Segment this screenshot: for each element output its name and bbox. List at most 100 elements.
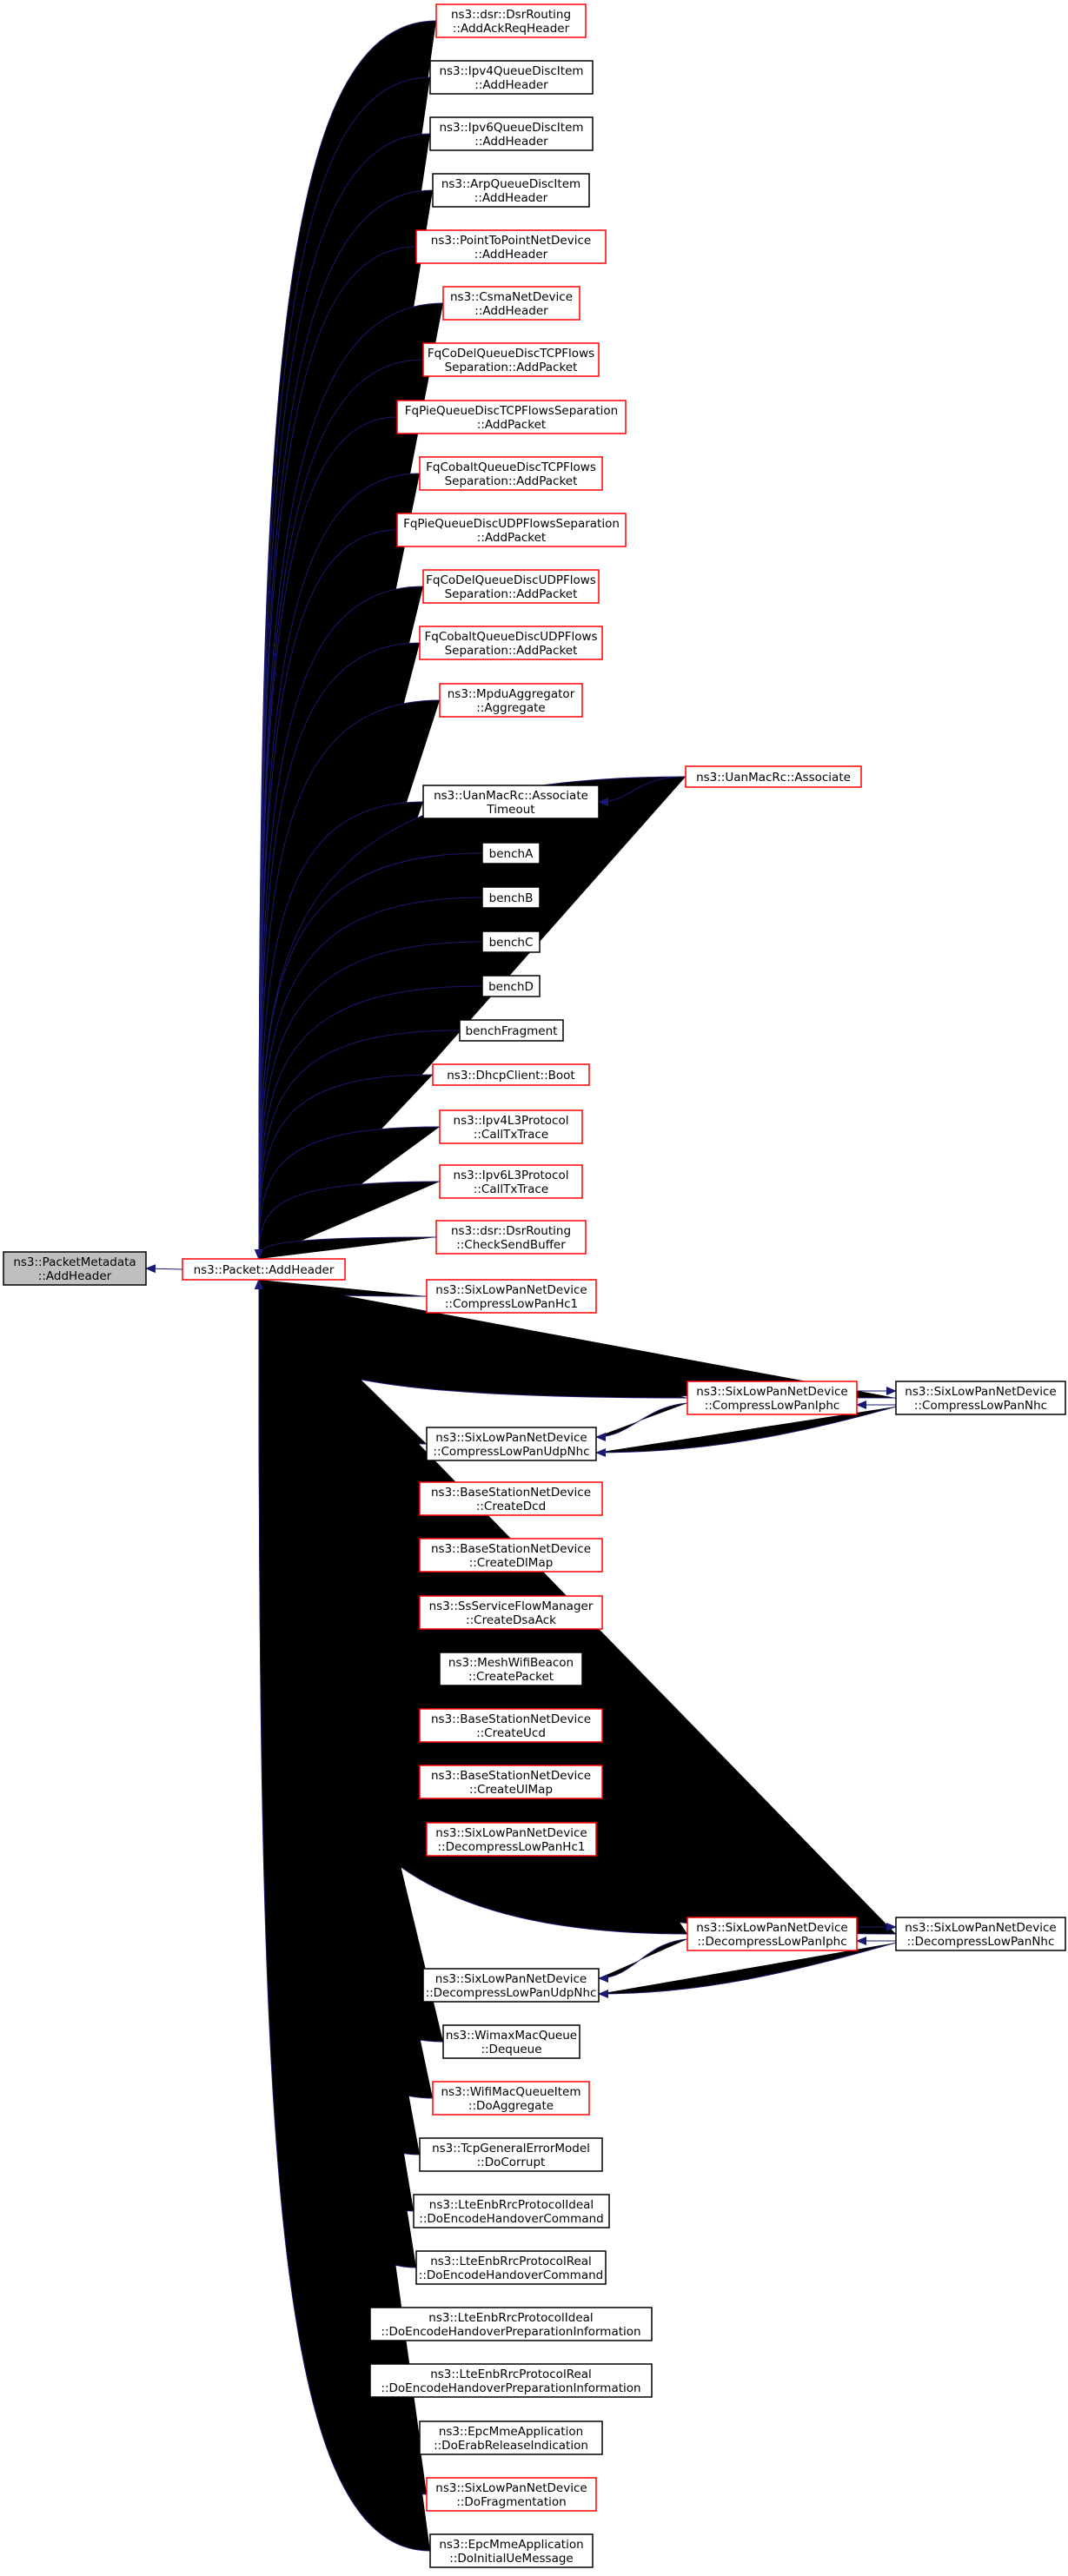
node-label-line: ::DoInitialUeMessage [449,2552,573,2566]
graph-node-n35[interactable]: ns3::WifiMacQueueItem::DoAggregate [432,2081,590,2116]
node-label-line: ns3::EpcMmeApplication [439,2425,583,2439]
node-label-line: FqCobaltQueueDiscTCPFlows [426,460,596,474]
node-label-line: ::CheckSendBuffer [456,1238,566,1252]
graph-node-n41[interactable]: ns3::EpcMmeApplication::DoErabReleaseInd… [419,2420,603,2455]
node-box [439,1652,583,1686]
node-box [415,2250,607,2285]
graph-node-n33[interactable]: ns3::SixLowPanNetDevice::DecompressLowPa… [422,1968,600,2003]
node-label-line: ::AddAckReqHeader [453,22,570,36]
graph-node-ci[interactable]: ns3::SixLowPanNetDevice::CompressLowPanI… [687,1381,858,1415]
node-box [439,1109,583,1144]
node-box [419,1595,603,1630]
graph-node-a1[interactable]: ns3::UanMacRc::Associate [685,765,862,788]
node-box [369,2307,653,2341]
graph-node-n5[interactable]: ns3::PointToPointNetDevice::AddHeader [415,229,607,264]
node-label-line: Separation::AddPacket [445,474,578,488]
graph-node-n2[interactable]: ns3::Ipv4QueueDiscItem::AddHeader [429,60,594,95]
graph-node-di[interactable]: ns3::SixLowPanNetDevice::DecompressLowPa… [687,1917,858,1951]
graph-node-n32[interactable]: ns3::SixLowPanNetDevice::DecompressLowPa… [426,1822,597,1857]
node-label-line: ::DoCorrupt [477,2155,546,2169]
graph-node-n17[interactable]: benchC [481,930,541,953]
graph-node-n15[interactable]: benchA [481,842,541,864]
node-label-line: ::CompressLowPanNhc [914,1399,1047,1413]
node-box [442,2024,580,2059]
node-box [429,116,594,151]
graph-node-dn[interactable]: ns3::SixLowPanNetDevice::DecompressLowPa… [895,1917,1066,1951]
edge-ci-to-n25 [595,1402,688,1441]
edge-pkt-to-root [145,1264,183,1274]
graph-node-n13[interactable]: ns3::MpduAggregator::Aggregate [439,683,583,718]
node-label-line: ::DoEncodeHandoverCommand [419,2212,603,2226]
graph-node-n28[interactable]: ns3::SsServiceFlowManager::CreateDsaAck [419,1595,603,1630]
graph-node-n34[interactable]: ns3::WimaxMacQueue::Dequeue [442,2024,580,2059]
graph-node-root[interactable]: ns3::PacketMetadata::AddHeader [3,1251,147,1286]
node-label-line: ns3::BaseStationNetDevice [431,1542,591,1556]
graph-node-pkt[interactable]: ns3::Packet::AddHeader [182,1258,346,1281]
node-box [435,3,587,38]
graph-node-n37[interactable]: ns3::LteEnbRrcProtocolIdeal::DoEncodeHan… [413,2194,610,2228]
graph-node-n7[interactable]: FqCoDelQueueDiscTCPFlowsSeparation::AddP… [422,342,600,377]
graph-node-n11[interactable]: FqCoDelQueueDiscUDPFlowsSeparation::AddP… [422,569,600,604]
node-label-line: ::DecompressLowPanNhc [907,1935,1055,1949]
graph-node-n23[interactable]: ns3::dsr::DsrRouting::CheckSendBuffer [435,1220,587,1255]
graph-node-n36[interactable]: ns3::TcpGeneralErrorModel::DoCorrupt [419,2137,603,2172]
graph-node-n42[interactable]: ns3::SixLowPanNetDevice::DoFragmentation [426,2477,597,2512]
node-label-line: ns3::LteEnbRrcProtocolIdeal [429,2198,594,2212]
graph-node-n29[interactable]: ns3::MeshWifiBeacon::CreatePacket [439,1652,583,1686]
graph-node-n24[interactable]: ns3::SixLowPanNetDevice::CompressLowPanH… [426,1279,597,1314]
graph-node-cn[interactable]: ns3::SixLowPanNetDevice::CompressLowPanN… [895,1381,1066,1415]
node-box [895,1381,1066,1415]
node-box [422,569,600,604]
node-box [439,1164,583,1199]
node-label-line: ns3::Packet::AddHeader [194,1263,335,1277]
node-label-line: ns3::PacketMetadata [13,1255,136,1269]
graph-node-n9[interactable]: FqCobaltQueueDiscTCPFlowsSeparation::Add… [419,456,603,491]
node-label-line: ::CreateDlMap [469,1556,554,1570]
graph-node-n8[interactable]: FqPieQueueDiscTCPFlowsSeparation::AddPac… [396,400,627,434]
node-label-line: ns3::LteEnbRrcProtocolReal [430,2367,592,2381]
node-label-line: ns3::EpcMmeApplication [439,2538,583,2552]
node-box [426,1279,597,1314]
graph-node-n3[interactable]: ns3::Ipv6QueueDiscItem::AddHeader [429,116,594,151]
graph-node-n16[interactable]: benchB [481,886,541,909]
node-label-line: FqPieQueueDiscUDPFlowsSeparation [403,517,620,531]
graph-node-n20[interactable]: ns3::DhcpClient::Boot [432,1063,590,1086]
graph-node-n31[interactable]: ns3::BaseStationNetDevice::CreateUlMap [419,1765,603,1799]
node-box [426,1427,597,1461]
graph-node-n18[interactable]: benchD [481,975,541,997]
graph-node-n1[interactable]: ns3::dsr::DsrRouting::AddAckReqHeader [435,3,587,38]
graph-node-n27[interactable]: ns3::BaseStationNetDevice::CreateDlMap [419,1538,603,1573]
node-label-line: ns3::BaseStationNetDevice [431,1769,591,1783]
node-label-line: ::DoEncodeHandoverPreparationInformation [381,2381,640,2395]
graph-node-n25[interactable]: ns3::SixLowPanNetDevice::CompressLowPanU… [426,1427,597,1461]
node-label-line: ::CreatePacket [468,1670,554,1684]
node-label-line: ::Aggregate [476,701,545,715]
graph-node-n6[interactable]: ns3::CsmaNetDevice::AddHeader [442,286,580,321]
graph-node-n4[interactable]: ns3::ArpQueueDiscItem::AddHeader [432,173,590,208]
graph-node-n30[interactable]: ns3::BaseStationNetDevice::CreateUcd [419,1708,603,1743]
graph-node-n12[interactable]: FqCobaltQueueDiscUDPFlowsSeparation::Add… [419,626,603,660]
graph-node-n40[interactable]: ns3::LteEnbRrcProtocolReal::DoEncodeHand… [369,2363,653,2398]
node-label-line: ::AddPacket [477,418,546,432]
graph-node-n26[interactable]: ns3::BaseStationNetDevice::CreateDcd [419,1481,603,1516]
node-label-line: ns3::SsServiceFlowManager [429,1599,594,1613]
node-box [439,683,583,718]
node-label-line: ns3::SixLowPanNetDevice [435,1972,587,1986]
edge-n23-to-pkt [255,1236,437,1260]
node-box [422,342,600,377]
graph-node-n10[interactable]: FqPieQueueDiscUDPFlowsSeparation::AddPac… [396,513,627,547]
edge-n22-to-pkt [255,1181,441,1260]
node-label-line: ns3::DhcpClient::Boot [447,1069,574,1083]
graph-node-n38[interactable]: ns3::LteEnbRrcProtocolReal::DoEncodeHand… [415,2250,607,2285]
graph-node-n39[interactable]: ns3::LteEnbRrcProtocolIdeal::DoEncodeHan… [369,2307,653,2341]
graph-node-n21[interactable]: ns3::Ipv4L3Protocol::CallTxTrace [439,1109,583,1144]
node-label-line: ::CallTxTrace [474,1182,548,1196]
graph-node-n19[interactable]: benchFragment [459,1019,564,1042]
node-label-line: ns3::UanMacRc::Associate [696,771,851,785]
node-label-line: ns3::Ipv4QueueDiscItem [439,64,583,78]
node-label-line: ns3::BaseStationNetDevice [431,1486,591,1500]
graph-node-n22[interactable]: ns3::Ipv6L3Protocol::CallTxTrace [439,1164,583,1199]
graph-node-n43[interactable]: ns3::EpcMmeApplication::DoInitialUeMessa… [429,2533,594,2568]
edge-dn-to-n33 [598,1942,897,1998]
